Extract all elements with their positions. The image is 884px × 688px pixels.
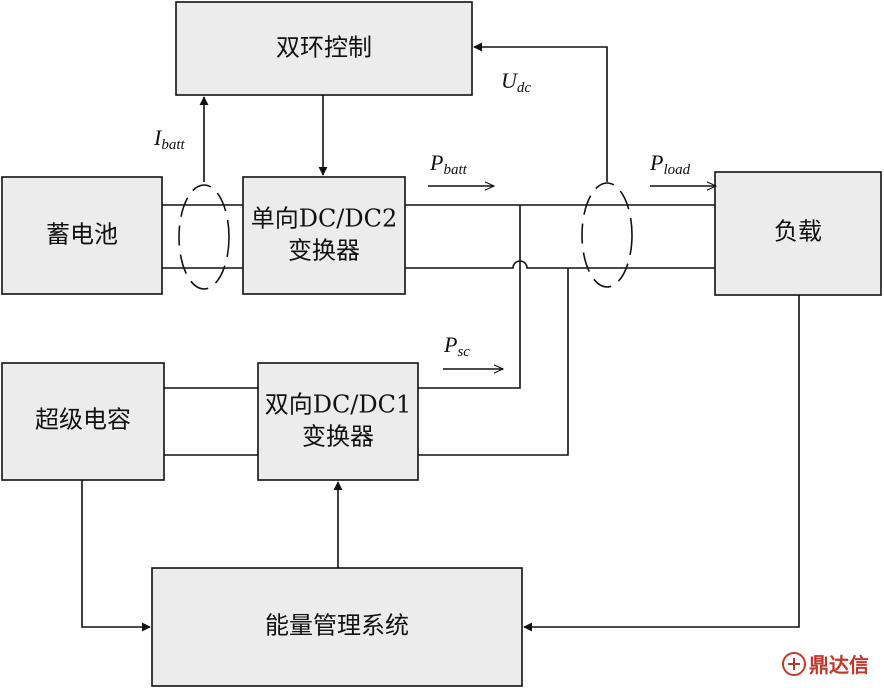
p-load-label: Pload bbox=[649, 150, 691, 178]
bus-voltage-feedback-arrow bbox=[473, 42, 608, 182]
supercapacitor-label: 超级电容 bbox=[35, 406, 131, 434]
load-block bbox=[714, 171, 882, 296]
bi-dcdc-negative-link-wire bbox=[418, 268, 569, 456]
bus-voltage-sensor bbox=[581, 182, 633, 288]
p-batt-label: Pbatt bbox=[429, 150, 468, 178]
watermark-logo-icon bbox=[782, 652, 806, 676]
dual-loop-control-block bbox=[175, 1, 473, 96]
uni-dcdc-label-line2: 变换器 bbox=[288, 237, 360, 265]
u-dc-label: Udc bbox=[501, 68, 531, 96]
supercap-to-ems-arrow bbox=[81, 480, 151, 632]
watermark-logo-mark bbox=[788, 658, 800, 670]
bi-dcdc-label-line2: 变换器 bbox=[302, 423, 374, 451]
battery-block bbox=[1, 176, 163, 295]
i-batt-label: Ibatt bbox=[153, 125, 185, 153]
dual-loop-control-label: 双环控制 bbox=[276, 34, 372, 62]
dc-bus-negative-wire bbox=[405, 260, 715, 269]
energy-management-block bbox=[151, 567, 523, 687]
battery-current-sensor bbox=[178, 184, 230, 290]
supercapacitor-block bbox=[1, 362, 165, 481]
load-label: 负载 bbox=[774, 218, 822, 246]
energy-management-label: 能量管理系统 bbox=[265, 612, 409, 640]
p-sc-label: Psc bbox=[443, 332, 470, 360]
bi-dcdc-positive-link-wire bbox=[418, 205, 521, 389]
bi-dcdc-label-line1: 双向DC/DC1 bbox=[265, 391, 412, 419]
watermark-text: 鼎达信 bbox=[809, 653, 869, 677]
battery-label: 蓄电池 bbox=[46, 221, 118, 249]
unidirectional-dcdc-block bbox=[242, 176, 406, 295]
watermark: 鼎达信 bbox=[782, 652, 869, 677]
load-to-ems-arrow bbox=[523, 295, 800, 632]
bidirectional-dcdc-block bbox=[257, 362, 419, 481]
uni-dcdc-label-line1: 单向DC/DC2 bbox=[251, 205, 398, 233]
